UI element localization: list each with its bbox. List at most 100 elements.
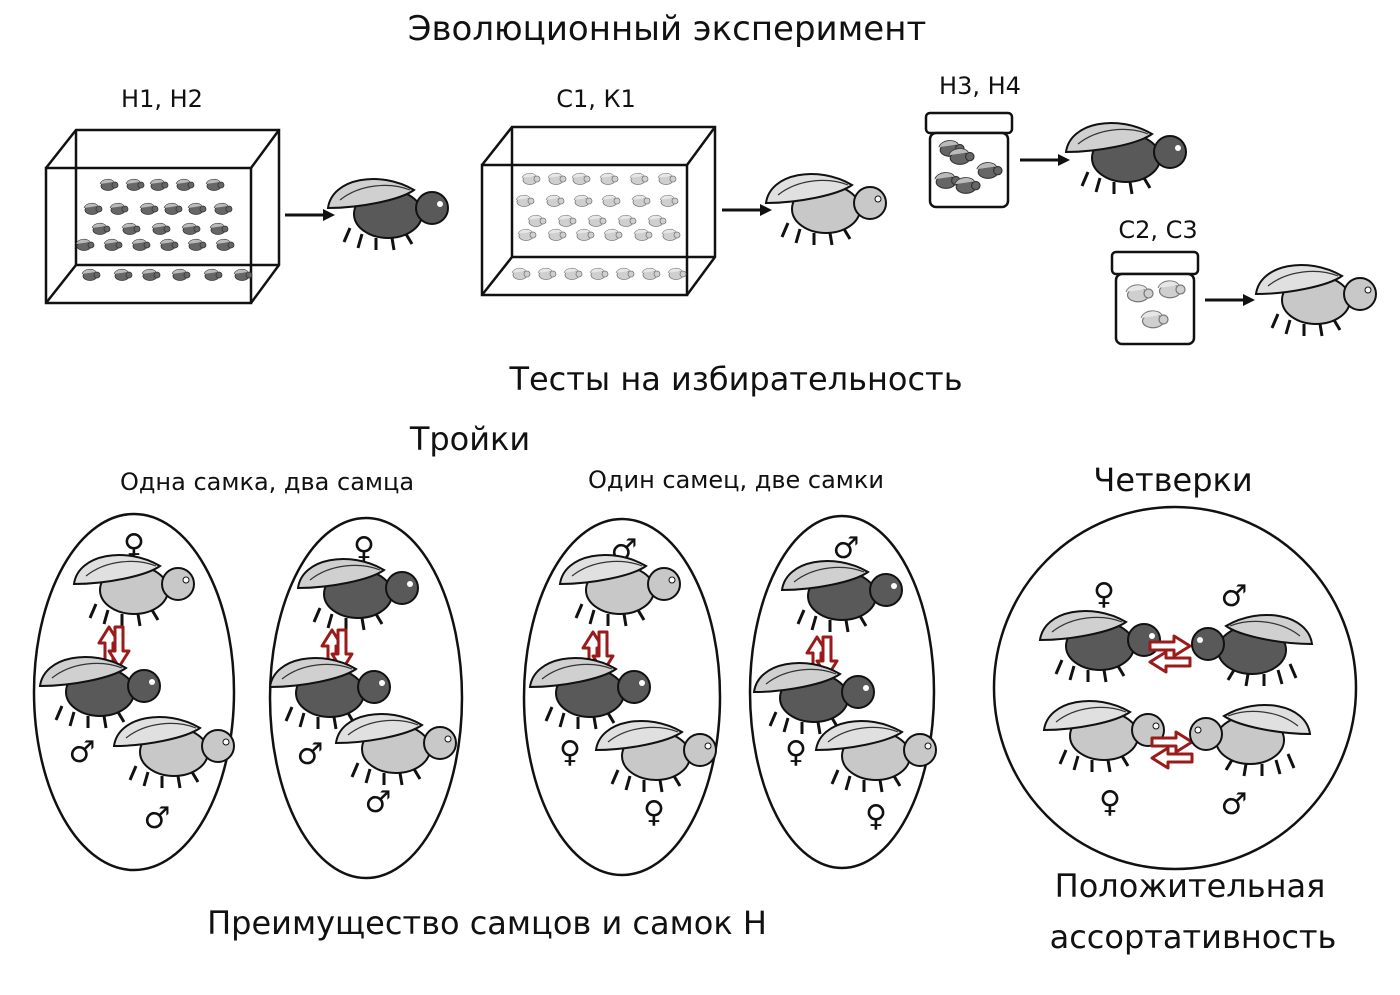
mini-fly — [517, 228, 537, 241]
triples-conclusion: Преимущество самцов и самок Н — [207, 904, 767, 942]
mini-fly — [113, 268, 133, 281]
mini-fly — [203, 268, 223, 281]
label-one-female-two-males: Одна самка, два самца — [120, 468, 414, 496]
mini-fly — [187, 202, 207, 215]
mini-fly — [215, 238, 235, 251]
mini-fly — [99, 178, 119, 191]
mini-fly — [175, 178, 195, 191]
male-symbol: ♂ — [297, 737, 324, 772]
mini-fly — [615, 267, 635, 280]
mini-fly — [545, 194, 565, 207]
cage-h1-h2 — [44, 128, 281, 305]
mini-fly — [601, 194, 621, 207]
diagram-title: Эволюционный эксперимент — [408, 9, 927, 49]
mini-fly — [213, 202, 233, 215]
mini-fly — [151, 222, 171, 235]
mini-fly — [511, 267, 531, 280]
mini-fly — [233, 268, 253, 281]
fly-dark-h3-h4 — [1064, 121, 1188, 196]
arrow-h3-h4 — [1018, 152, 1072, 168]
female-symbol: ♀ — [1099, 785, 1121, 820]
mini-fly — [573, 194, 593, 207]
quadruples-conclusion-line1: Положительная — [1055, 867, 1326, 905]
label-h1-h2: Н1, Н2 — [121, 85, 203, 113]
mini-fly — [187, 238, 207, 251]
jar-h3-h4 — [924, 111, 1014, 209]
mini-fly — [131, 238, 151, 251]
label-h3-h4: Н3, Н4 — [939, 72, 1021, 100]
male-symbol: ♂ — [365, 785, 392, 820]
arrow-h1-h2 — [283, 207, 337, 223]
female-symbol: ♀ — [559, 735, 581, 770]
mini-fly — [659, 194, 679, 207]
male-symbol: ♂ — [1221, 579, 1248, 614]
male-symbol: ♂ — [1221, 787, 1248, 822]
mini-fly — [75, 238, 95, 251]
mini-fly — [575, 228, 595, 241]
mini-fly — [563, 267, 583, 280]
jar-c2-c3 — [1110, 250, 1200, 346]
mini-fly — [617, 214, 637, 227]
female-symbol: ♀ — [123, 528, 145, 563]
label-c2-c3: С2, С3 — [1118, 216, 1197, 244]
mini-fly — [557, 214, 577, 227]
mini-fly — [589, 267, 609, 280]
triples-heading: Тройки — [409, 420, 530, 458]
mini-fly — [205, 178, 225, 191]
mini-fly — [629, 172, 649, 185]
quadruples-conclusion-line2: ассортативность — [1050, 918, 1337, 956]
mini-fly — [163, 202, 183, 215]
mini-fly — [547, 172, 567, 185]
female-symbol: ♀ — [353, 531, 375, 566]
mini-fly — [587, 214, 607, 227]
mini-fly — [81, 268, 101, 281]
mini-fly — [571, 172, 591, 185]
mini-fly — [149, 178, 169, 191]
mini-fly — [159, 238, 179, 251]
mini-fly — [141, 268, 161, 281]
fly-dark-h1-h2 — [326, 177, 450, 252]
label-c1-k1: С1, К1 — [556, 85, 636, 113]
triple-arena-1: ♀ ♂ ♂ — [32, 512, 236, 872]
mini-fly — [521, 172, 541, 185]
fly-light-c1-k1 — [764, 172, 888, 247]
mini-fly — [109, 202, 129, 215]
mini-fly — [125, 178, 145, 191]
mini-fly — [603, 228, 623, 241]
female-symbol: ♀ — [1093, 577, 1115, 612]
quadruple-arena: ♀ ♂ ♀ ♂ — [992, 505, 1358, 871]
mini-fly — [631, 194, 651, 207]
mini-fly — [657, 172, 677, 185]
cage-c1-k1 — [480, 125, 717, 297]
mini-fly — [599, 172, 619, 185]
mini-fly — [633, 228, 653, 241]
mini-fly — [209, 222, 229, 235]
mini-fly — [83, 202, 103, 215]
tests-heading: Тесты на избирательность — [508, 360, 962, 398]
mini-fly — [181, 222, 201, 235]
triple-arena-2: ♀ ♂ ♂ — [268, 516, 464, 880]
mini-fly — [91, 222, 111, 235]
male-symbol: ♂ — [69, 735, 96, 770]
mini-fly — [121, 222, 141, 235]
female-symbol: ♀ — [643, 795, 665, 830]
triple-arena-3: ♂ ♀ ♀ — [522, 517, 722, 877]
male-symbol: ♂ — [144, 801, 171, 836]
mini-fly — [527, 214, 547, 227]
quadruples-heading: Четверки — [1093, 461, 1252, 499]
female-symbol: ♀ — [785, 735, 807, 770]
fly-light-c2-c3 — [1254, 263, 1378, 338]
female-symbol: ♀ — [865, 799, 887, 834]
label-one-male-two-females: Один самец, две самки — [588, 466, 884, 494]
mini-flies-c1-k1 — [511, 172, 687, 280]
mini-fly — [139, 202, 159, 215]
arrow-c1-k1 — [720, 202, 774, 218]
mini-fly — [661, 228, 681, 241]
mini-fly — [537, 267, 557, 280]
arrow-c2-c3 — [1203, 292, 1257, 308]
male-symbol: ♂ — [833, 531, 860, 566]
mini-fly — [641, 267, 661, 280]
mini-fly — [515, 194, 535, 207]
mini-fly — [647, 214, 667, 227]
